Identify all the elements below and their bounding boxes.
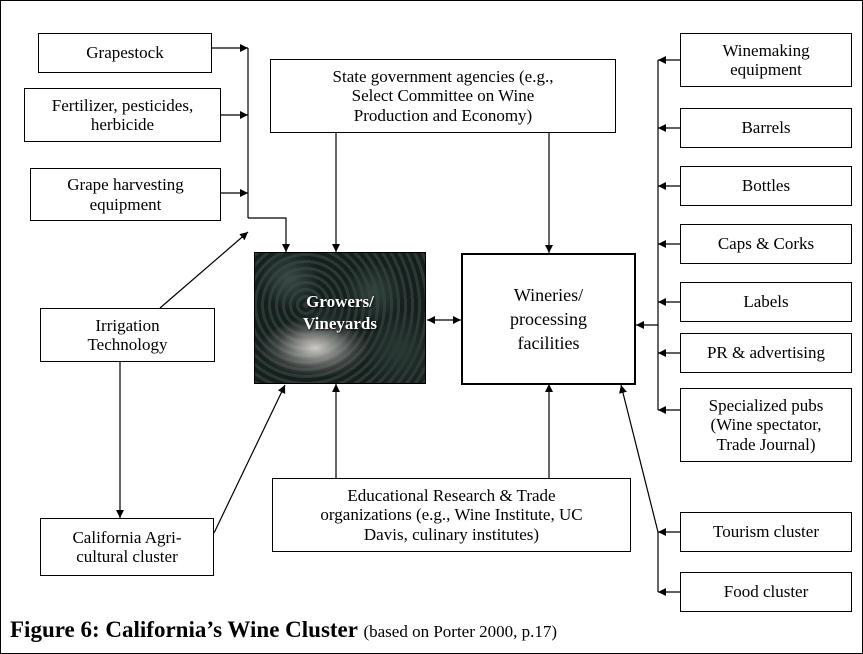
figure-caption: Figure 6: California’s Wine Cluster (bas… [10,617,557,643]
arrow-agri-to-growers [213,384,286,534]
state-government-box: State government agencies (e.g., Select … [270,59,616,133]
harvesting-box: Grape harvesting equipment [30,168,221,221]
food-cluster-box: Food cluster [680,572,852,612]
specialized-pubs-box: Specialized pubs (Wine spectator, Trade … [680,388,852,462]
tourism-cluster-box: Tourism cluster [680,512,852,552]
fertilizer-box: Fertilizer, pesticides, herbicide [24,88,221,142]
pr-advertising-box: PR & advertising [680,333,852,373]
caps-corks-box: Caps & Corks [680,224,852,264]
winemaking-equipment-box: Winemaking equipment [680,33,852,87]
bottles-box: Bottles [680,166,852,206]
educational-research-box: Educational Research & Trade organizatio… [272,478,631,552]
growers-label: Growers/ Vineyards [303,292,377,334]
caption-title: Figure 6: California’s Wine Cluster [10,617,358,642]
arrow-irrigation-to-bus [159,231,249,309]
grapestock-box: Grapestock [38,33,212,73]
irrigation-box: Irrigation Technology [40,308,215,362]
wineries-box: Wineries/ processing facilities [461,253,636,385]
arrow-cluster-to-wineries [619,384,659,533]
labels-box: Labels [680,282,852,322]
barrels-box: Barrels [680,108,852,148]
growers-vineyards-box: Growers/ Vineyards [254,252,426,384]
caption-note: (based on Porter 2000, p.17) [363,622,558,641]
arrow-bus-to-growers [248,217,290,252]
agri-cluster-box: California Agri- cultural cluster [40,518,214,576]
